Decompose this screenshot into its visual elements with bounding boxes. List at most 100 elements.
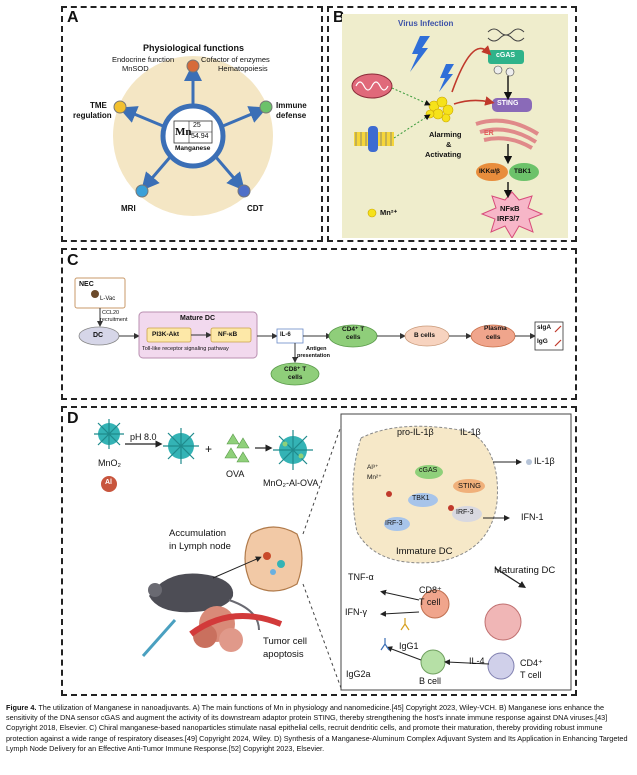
tnf-label: TNF-α [348, 572, 374, 582]
tcell-label-2: T cell [520, 670, 542, 680]
irf-label: IRF3/7 [497, 214, 520, 223]
cgas-label: cGAS [496, 52, 516, 59]
al3-label: Al³⁺ [367, 464, 379, 471]
hematopoiesis-label: Hematopoiesis [218, 64, 268, 73]
immune-dot-icon [259, 100, 273, 114]
accumulation-label-1: Accumulation [169, 528, 227, 539]
lightning-icon [439, 64, 454, 92]
tme-dot-icon [113, 100, 127, 114]
dna-icon [487, 28, 525, 42]
igg1-label: IgG1 [399, 641, 419, 651]
panel-d-diagram [94, 413, 572, 691]
plasma-label-2: cells [486, 334, 501, 341]
cd8-node [270, 362, 320, 386]
ova-label: OVA [226, 469, 245, 479]
mn-cluster-icon [425, 96, 454, 123]
panel-b [327, 6, 577, 242]
cd4-label-2: cells [346, 334, 361, 341]
tumor-label-1: Tumor cell [263, 636, 307, 647]
cgas-node [415, 465, 443, 479]
nfkb-c-label: NF-κB [218, 331, 238, 338]
tbk1-node [509, 163, 539, 181]
sting-label: STING [497, 100, 519, 107]
mri-dot-icon [135, 184, 149, 198]
cofactor-label: Cofactor of enzymes [201, 55, 270, 64]
antibody-icon [400, 618, 410, 631]
mn2-label: Mn²⁺ [367, 474, 382, 481]
sting-d-label: STING [458, 481, 481, 490]
irf3-label-2: IRF-3 [456, 509, 474, 516]
tcell-label-1: T cell [419, 597, 441, 607]
lymph-node-icon [244, 526, 303, 592]
immune-label-1: Immune [276, 101, 307, 110]
cdt-label: CDT [247, 204, 264, 213]
panel-b-diagram [342, 14, 568, 238]
dc-label: DC [93, 332, 104, 339]
mature-dc-label: Mature DC [180, 315, 216, 322]
irf3-node-1 [384, 517, 410, 531]
antigen-label-1: Antigen [306, 346, 327, 352]
mno2-label: MnO₂ [98, 458, 121, 468]
syringe-icon [141, 619, 177, 657]
element-symbol: Mn [175, 126, 192, 138]
lvac-label: L-Vac [100, 296, 116, 302]
cd4-tcell-icon [487, 652, 515, 680]
cd4-label-1: CD4⁺ T [342, 326, 365, 333]
mri-label: MRI [121, 204, 136, 213]
irf3-label-1: IRF-3 [385, 520, 403, 527]
bcell-icon [420, 649, 446, 675]
cgas-d-label: cGAS [419, 467, 438, 474]
cd8-label-1: CD8⁺ T [284, 366, 307, 373]
il1b-inner-label: IL-1β [460, 427, 481, 437]
mnsod-label: MnSOD [122, 64, 149, 73]
ccl20-label-1: CCL20 [102, 310, 120, 316]
element-number: 25 [193, 122, 201, 129]
antigen-label-2: presentation [297, 353, 331, 359]
tbk1-d-node [408, 493, 438, 507]
element-name: Manganese [175, 145, 211, 152]
ikk-node [476, 163, 508, 181]
cgas-box [488, 50, 524, 64]
irf3-node-2 [452, 506, 482, 522]
cd8-label-2: cells [288, 374, 303, 381]
endocrine-label: Endocrine function [112, 55, 175, 64]
alarming-label-3: Activating [425, 150, 462, 159]
maturating-dc-label: Maturating DC [494, 565, 556, 576]
element-mass: 54.94 [191, 133, 209, 140]
figure-number: Figure 4. [6, 703, 37, 712]
il4-label: IL-4 [469, 656, 485, 666]
alarming-label-2: & [446, 140, 452, 149]
accumulation-label-2: in Lymph node [169, 541, 231, 552]
physiology-title: Physiological functions [143, 43, 245, 53]
ova-protein-icon [224, 433, 250, 463]
membrane-icon [354, 126, 394, 152]
tumor-label-2: apoptosis [263, 649, 304, 660]
mno2-al-particle-icon [163, 428, 199, 464]
ph-label: pH 8.0 [130, 432, 157, 442]
nfkb-label: NFκB [500, 204, 520, 213]
sting-box [492, 98, 532, 112]
maturating-dc-icon [484, 603, 522, 641]
panel-d-label: D [67, 410, 79, 427]
tbk1-d-label: TBK1 [412, 495, 430, 502]
bcells-label: B cells [414, 332, 435, 339]
product-label: MnO₂-Al-OVA [263, 478, 319, 488]
tme-label-2: regulation [73, 111, 112, 120]
ikk-label: IKKα/β [479, 168, 500, 175]
lightning-icon [410, 36, 430, 72]
antibody-icon [380, 638, 390, 651]
ifng-label: IFN-γ [345, 607, 367, 617]
panel-d [61, 406, 577, 696]
pi3k-label: PI3K-Akt [152, 331, 180, 338]
cd8-tcell-icon [420, 589, 450, 619]
mouse-icon [149, 573, 234, 613]
cd8-d-label: CD8⁺ [419, 585, 442, 595]
figure-caption: Figure 4. The utilization of Manganese i… [6, 703, 632, 754]
product-particle-icon [273, 430, 313, 470]
panel-a-label: A [67, 9, 79, 26]
alarming-label-1: Alarming [429, 130, 462, 139]
il1b-outer-label: IL-1β [534, 456, 555, 466]
siga-label: sIgA [537, 324, 552, 331]
physiology-dot-icon [186, 59, 200, 73]
cdt-dot-icon [237, 184, 251, 198]
